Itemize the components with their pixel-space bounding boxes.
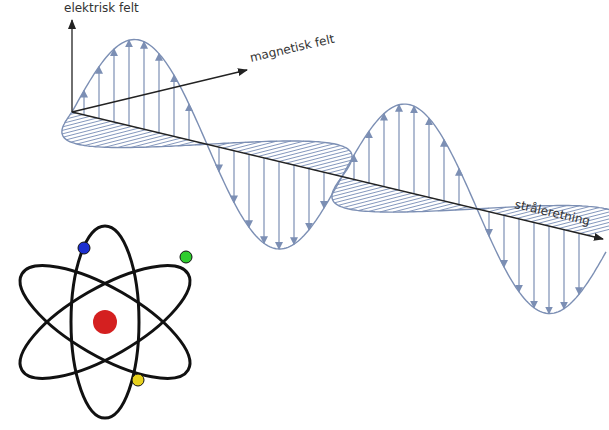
- electric-vector: [293, 165, 294, 244]
- electric-vector: [173, 75, 174, 136]
- magnetic-vector: [272, 144, 334, 160]
- magnetic-vector: [62, 121, 111, 134]
- magnetic-vector: [380, 198, 433, 212]
- electric-vector: [83, 91, 84, 115]
- electric-vector: [488, 212, 489, 236]
- magnetic-vector: [71, 126, 132, 142]
- electric-vector: [218, 147, 219, 171]
- electric-vector: [353, 155, 354, 179]
- atom-nucleus: [93, 310, 117, 334]
- electric-vector: [368, 131, 369, 183]
- propagation-axis: [72, 112, 603, 239]
- electron: [180, 251, 192, 263]
- magnetic-vector: [350, 193, 412, 209]
- magnetic-vector: [393, 200, 440, 212]
- magnetic-vector: [251, 141, 304, 155]
- wave-group: [62, 40, 609, 314]
- electric-vector: [248, 154, 249, 227]
- magnetic-vector: [307, 157, 352, 169]
- magnetic-vector: [587, 226, 609, 235]
- electric-vector: [98, 67, 99, 119]
- magnetic-vector: [117, 135, 167, 148]
- magnetic-vector: [332, 185, 377, 197]
- magnetic-vector: [300, 153, 351, 166]
- magnetic-vector: [244, 141, 291, 153]
- electric-vector: [518, 219, 519, 292]
- electric-vector: [428, 118, 429, 197]
- magnetic-vector: [64, 123, 118, 137]
- electric-vector: [548, 226, 549, 314]
- electric-vector: [308, 169, 309, 230]
- electric-vector: [563, 230, 564, 309]
- electron: [132, 374, 144, 386]
- axis-label: magnetisk felt: [249, 33, 336, 64]
- electric-vector: [383, 114, 384, 187]
- magnetic-vector: [343, 192, 405, 208]
- electric-vector: [398, 105, 399, 190]
- electron: [78, 242, 90, 254]
- magnetic-vector: [333, 187, 384, 200]
- electric-vector: [458, 169, 459, 205]
- electric-vector: [533, 222, 534, 307]
- axis-label: elektrisk felt: [64, 2, 139, 14]
- electric-vector: [443, 140, 444, 201]
- magnetic-vector: [279, 146, 341, 162]
- electric-vector: [113, 49, 114, 122]
- magnetic-vector: [77, 128, 139, 144]
- electric-wave: [72, 40, 606, 314]
- electric-vector: [158, 54, 159, 133]
- magnetic-vector: [85, 130, 146, 146]
- electric-vector: [188, 104, 189, 140]
- electric-vector: [578, 233, 579, 294]
- electric-vector: [263, 158, 264, 243]
- electric-vector: [278, 161, 279, 249]
- electric-vector: [128, 40, 129, 125]
- electric-vector: [323, 172, 324, 208]
- electric-vector: [143, 42, 144, 130]
- electric-vector: [413, 106, 414, 194]
- electric-axis: [71, 20, 72, 112]
- magnetic-axis: [72, 70, 247, 112]
- electric-vector: [233, 151, 234, 203]
- electric-vector: [503, 215, 504, 267]
- atom-illustration: [5, 226, 205, 418]
